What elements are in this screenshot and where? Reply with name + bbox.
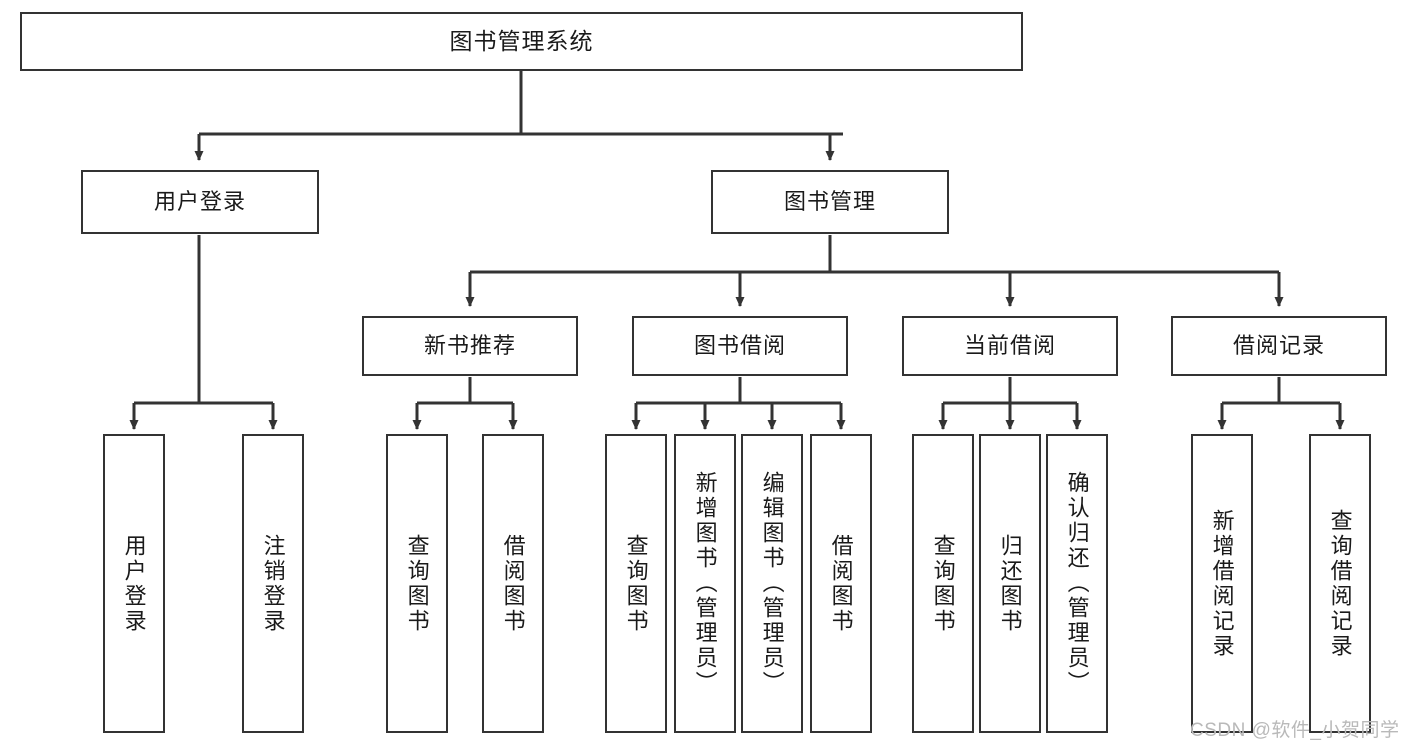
node-leaf-confirm-return-admin[interactable]: 确认归还（管理员） xyxy=(1046,434,1108,733)
node-label: 用户登录 xyxy=(121,533,147,634)
node-label: 用户登录 xyxy=(153,189,246,215)
node-book-management[interactable]: 图书管理 xyxy=(711,170,949,234)
node-leaf-query-book-current[interactable]: 查询图书 xyxy=(912,434,974,733)
node-user-login[interactable]: 用户登录 xyxy=(81,170,319,234)
node-label: 图书管理系统 xyxy=(449,27,594,54)
node-label: 新书推荐 xyxy=(423,333,516,359)
node-label: 图书借阅 xyxy=(693,333,786,359)
node-label: 注销登录 xyxy=(260,533,286,634)
node-label: 新增借阅记录 xyxy=(1209,508,1235,659)
node-leaf-logout[interactable]: 注销登录 xyxy=(242,434,304,733)
node-book-borrow[interactable]: 图书借阅 xyxy=(632,316,848,376)
node-current-borrow[interactable]: 当前借阅 xyxy=(902,316,1118,376)
node-label: 编辑图书（管理员） xyxy=(759,471,785,696)
node-label: 归还图书 xyxy=(997,533,1023,634)
node-leaf-edit-book-admin[interactable]: 编辑图书（管理员） xyxy=(741,434,803,733)
node-root-book-management-system[interactable]: 图书管理系统 xyxy=(20,12,1023,71)
node-leaf-query-book-recommend[interactable]: 查询图书 xyxy=(386,434,448,733)
node-label: 图书管理 xyxy=(783,189,876,215)
node-leaf-add-book-admin[interactable]: 新增图书（管理员） xyxy=(674,434,736,733)
node-label: 借阅记录 xyxy=(1232,333,1325,359)
node-new-book-recommend[interactable]: 新书推荐 xyxy=(362,316,578,376)
node-label: 借阅图书 xyxy=(828,533,854,634)
node-label: 查询图书 xyxy=(404,533,430,634)
node-leaf-query-borrow-record[interactable]: 查询借阅记录 xyxy=(1309,434,1371,733)
node-borrow-record[interactable]: 借阅记录 xyxy=(1171,316,1387,376)
node-leaf-user-login[interactable]: 用户登录 xyxy=(103,434,165,733)
node-label: 确认归还（管理员） xyxy=(1064,471,1090,696)
node-leaf-borrow-book-recommend[interactable]: 借阅图书 xyxy=(482,434,544,733)
node-label: 查询借阅记录 xyxy=(1327,508,1353,659)
node-leaf-return-book[interactable]: 归还图书 xyxy=(979,434,1041,733)
node-label: 查询图书 xyxy=(623,533,649,634)
node-label: 新增图书（管理员） xyxy=(692,471,718,696)
node-leaf-query-book-borrow[interactable]: 查询图书 xyxy=(605,434,667,733)
node-label: 借阅图书 xyxy=(500,533,526,634)
node-label: 当前借阅 xyxy=(963,333,1056,359)
node-label: 查询图书 xyxy=(930,533,956,634)
node-leaf-borrow-book[interactable]: 借阅图书 xyxy=(810,434,872,733)
csdn-watermark: CSDN @软件_小贺同学 xyxy=(1190,720,1400,741)
node-leaf-add-borrow-record[interactable]: 新增借阅记录 xyxy=(1191,434,1253,733)
